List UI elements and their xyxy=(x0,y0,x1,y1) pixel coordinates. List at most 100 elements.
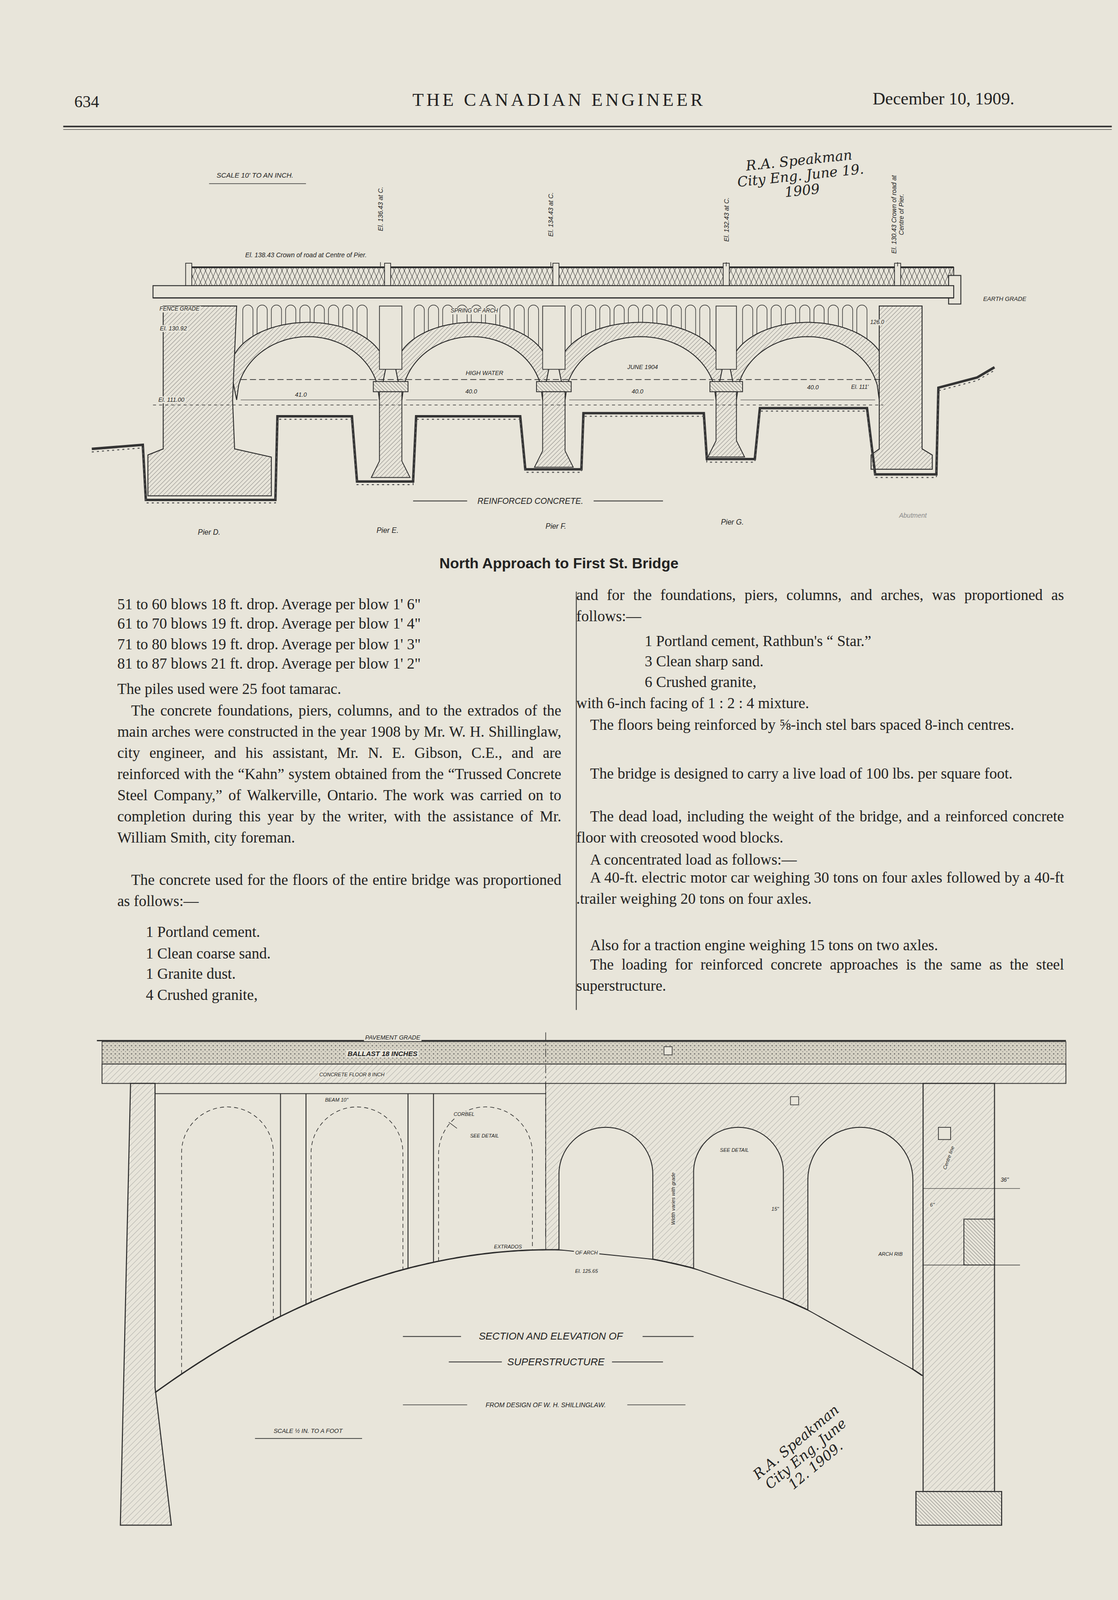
drawing-stroke xyxy=(565,267,575,286)
drawing-stroke xyxy=(504,267,513,286)
drawing-stroke xyxy=(642,267,652,286)
drawing-stroke xyxy=(428,267,437,286)
drawing-stroke xyxy=(469,267,478,286)
body-text: A concentrated load as follows:— xyxy=(576,848,1065,871)
page-rules xyxy=(63,126,1112,1010)
drawing-stroke xyxy=(432,1093,434,1263)
drawing-label: El. 130.43 Crown of road at Centre of Pi… xyxy=(890,167,905,262)
drawing-stroke xyxy=(530,267,539,286)
drawing-stroke xyxy=(321,267,330,286)
drawing-stroke xyxy=(877,267,886,286)
drawing-stroke xyxy=(671,305,682,329)
drawing-label: El. 134.43 at C. xyxy=(547,190,555,238)
drawing-stroke xyxy=(403,267,412,286)
drawing-stroke xyxy=(729,267,738,286)
drawing-stroke xyxy=(559,322,723,400)
drawing-stroke xyxy=(545,1032,546,1237)
drawing-stroke xyxy=(155,1093,546,1095)
drawing-stroke xyxy=(305,267,315,286)
drawing-label: SCALE ½ IN. TO A FOOT xyxy=(272,1427,345,1435)
drawing-stroke xyxy=(851,267,860,286)
drawing-stroke xyxy=(678,267,687,286)
drawing-stroke xyxy=(581,267,590,286)
drawing-label: CONCRETE FLOOR 8 INCH xyxy=(317,1071,387,1078)
drawing-stroke xyxy=(198,267,208,286)
drawing-stroke xyxy=(842,305,853,332)
drawing-stroke xyxy=(234,267,243,286)
body-text: The concrete used for the floors of the … xyxy=(117,869,562,912)
drawing-stroke xyxy=(622,267,631,286)
drawing-stroke xyxy=(627,267,636,286)
drawing-stroke xyxy=(642,1335,694,1337)
drawing-stroke xyxy=(826,267,835,286)
drawing-stroke xyxy=(807,1127,913,1370)
drawing-stroke xyxy=(535,267,544,286)
drawing-stroke xyxy=(922,1264,1021,1266)
drawing-label: FROM DESIGN OF W. H. SHILLINGLAW. xyxy=(484,1400,607,1409)
drawing-stroke xyxy=(760,267,769,286)
drawing-label: REINFORCED CONCRETE. xyxy=(476,495,585,506)
drawing-stroke xyxy=(821,267,830,286)
drawing-label: HIGH WATER xyxy=(464,369,505,377)
drawing-stroke xyxy=(872,267,881,286)
drawing-label: El. 130.92 xyxy=(158,324,189,332)
drawing-stroke xyxy=(530,267,539,286)
drawing-stroke xyxy=(438,1106,533,1261)
drawing-stroke xyxy=(249,267,259,286)
drawing-stroke xyxy=(405,399,541,401)
drawing-stroke xyxy=(673,267,682,286)
drawing-label: 40.0 xyxy=(464,388,479,396)
drawing-stroke xyxy=(800,267,809,286)
drawing-stroke xyxy=(576,267,585,286)
drawing-stroke xyxy=(219,267,228,286)
drawing-stroke xyxy=(790,1096,799,1105)
drawing-stroke xyxy=(828,305,839,327)
drawing-stroke xyxy=(489,267,498,286)
drawing-stroke xyxy=(637,267,646,286)
drawing-stroke xyxy=(265,267,274,286)
drawing-stroke xyxy=(380,262,381,267)
drawing-stroke xyxy=(300,267,310,286)
drawing-stroke xyxy=(821,267,830,286)
drawing-label: Pier E. xyxy=(374,526,400,535)
body-text: The dead load, including the weight of t… xyxy=(576,805,1065,848)
drawing-stroke xyxy=(754,267,764,286)
drawing-label: SUPERSTRUCTURE xyxy=(506,1355,606,1368)
drawing-stroke xyxy=(637,267,646,286)
drawing-stroke xyxy=(346,267,356,286)
drawing-label: 41.0 xyxy=(293,391,308,399)
drawing-stroke xyxy=(866,267,876,286)
drawing-stroke xyxy=(800,267,809,286)
drawing-stroke xyxy=(652,267,662,286)
drawing-stroke xyxy=(652,267,662,286)
drawing-stroke xyxy=(408,267,417,286)
drawing-stroke xyxy=(744,267,753,286)
drawing-stroke xyxy=(181,1106,274,1374)
drawing-stroke xyxy=(229,267,238,286)
drawing-stroke xyxy=(342,305,353,332)
drawing-stroke xyxy=(208,267,218,286)
drawing-stroke xyxy=(749,267,758,286)
drawing-stroke xyxy=(408,267,417,286)
drawing-stroke xyxy=(775,267,784,286)
drawing-stroke xyxy=(300,267,310,286)
drawing-stroke xyxy=(367,267,376,286)
drawing-label: Pier G. xyxy=(719,518,746,527)
running-header: 634 xyxy=(74,92,99,112)
drawing-stroke xyxy=(601,267,611,286)
drawing-stroke xyxy=(708,391,745,457)
drawing-stroke xyxy=(208,267,218,286)
drawing-stroke xyxy=(357,267,366,286)
drawing-stroke xyxy=(316,267,325,286)
drawing-stroke xyxy=(917,267,927,286)
drawing-stroke xyxy=(474,267,483,286)
drawing-label: FENCE GRADE xyxy=(158,305,202,313)
drawing-stroke xyxy=(754,267,764,286)
drawing-stroke xyxy=(362,267,371,286)
drawing-stroke xyxy=(662,267,672,286)
drawing-stroke xyxy=(448,1361,502,1363)
drawing-stroke xyxy=(397,267,407,286)
bridge-elevation xyxy=(92,183,995,503)
drawing-stroke xyxy=(280,1093,282,1317)
drawing-stroke xyxy=(341,267,351,286)
